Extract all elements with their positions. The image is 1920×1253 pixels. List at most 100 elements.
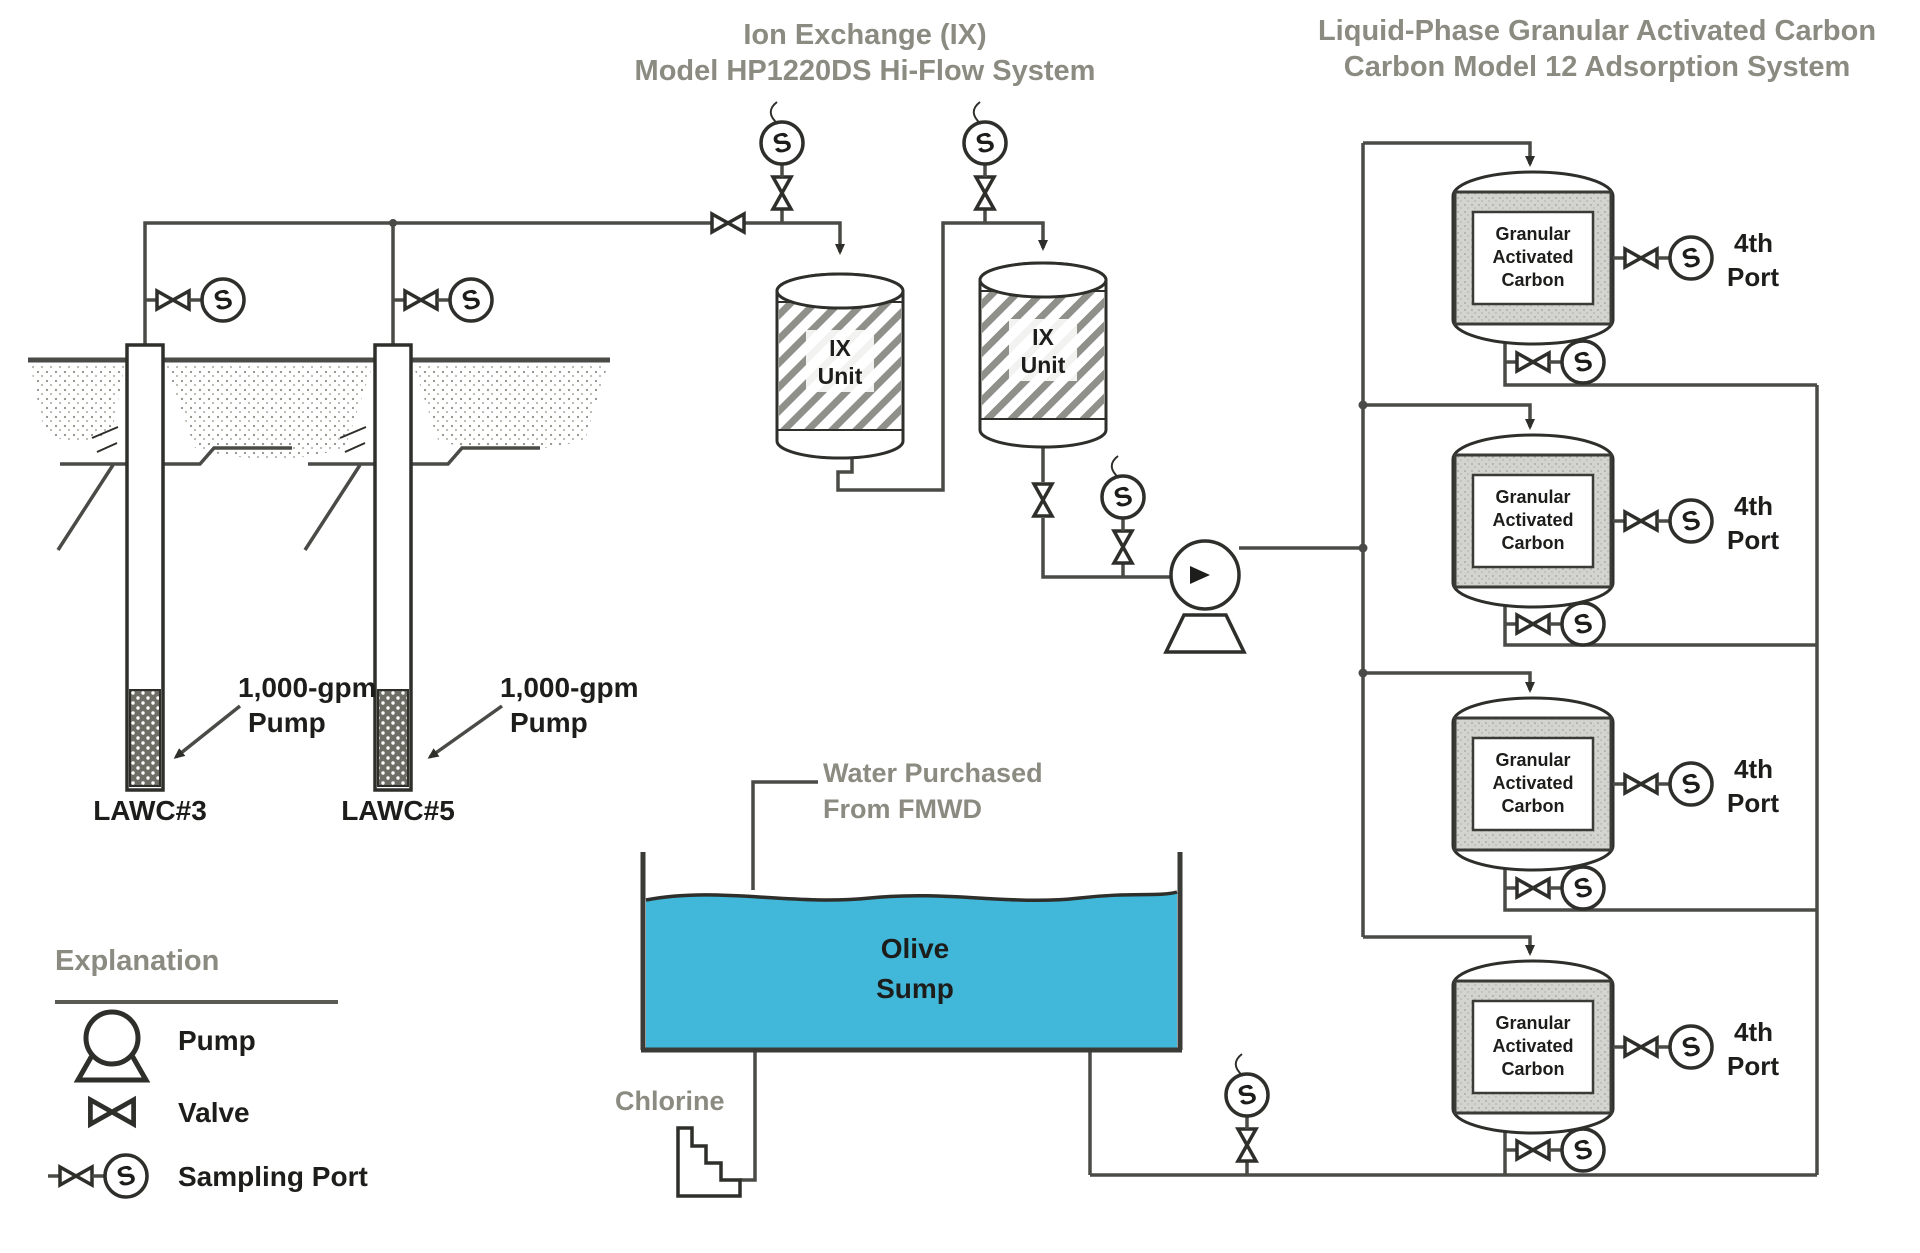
sump-label-line2: Sump [876, 973, 954, 1004]
gac-vessel-4: Granular Activated Carbon 4th Port [1451, 959, 1779, 1171]
well2-label: LAWC#5 [341, 795, 455, 826]
pipe-gac3-feed [1363, 671, 1535, 693]
well1-pump-label-line2: Pump [248, 707, 326, 738]
pipe-well-header [143, 221, 712, 350]
gac3-label-line2: Activated [1492, 773, 1573, 793]
gac4-label-line1: Granular [1495, 1013, 1570, 1033]
gac2-4th-port-label-line1: 4th [1734, 491, 1773, 521]
pipe-ix1-to-ix2 [836, 221, 1048, 492]
soil-texture [165, 364, 373, 459]
ix-unit-1: IX Unit [775, 272, 905, 460]
legend-item-valve: Valve [88, 1095, 250, 1129]
well1-pump-label-line1: 1,000-gpm [238, 672, 377, 703]
water-table-leader [303, 464, 362, 551]
ix2-label-line1: IX [1032, 324, 1054, 350]
legend-sampling-port-label: Sampling Port [178, 1161, 368, 1192]
well2-pump-label-line1: 1,000-gpm [500, 672, 639, 703]
sump-water-surface [645, 890, 1178, 903]
ix1-label-halo [806, 330, 874, 392]
gac4-label-line2: Activated [1492, 1036, 1573, 1056]
gac1-label-box [1471, 210, 1595, 306]
legend-valve-label: Valve [178, 1097, 250, 1128]
water-table-icon [91, 426, 119, 453]
pipe-gac3-outlet [1503, 868, 1817, 912]
chlorine-feed-icon [676, 1126, 742, 1198]
gac-system-title-line1: Liquid-Phase Granular Activated Carbon [1318, 15, 1876, 47]
gac2-label-line2: Activated [1492, 510, 1573, 530]
gac3-4th-port-label-line1: 4th [1734, 754, 1773, 784]
sump-water [646, 892, 1177, 1048]
gac4-4th-port-label-line1: 4th [1734, 1017, 1773, 1047]
pipe-gac2-outlet [1503, 605, 1817, 647]
gac4-label-line3: Carbon [1502, 1059, 1565, 1079]
sump-tank-walls [640, 852, 1183, 1053]
pipe-junction-dot [389, 219, 397, 227]
gac-system-title-line2: Carbon Model 12 Adsorption System [1344, 51, 1851, 83]
sump-section: Water Purchased From FMWD Olive Sump Chl… [615, 758, 1268, 1198]
well1-label: LAWC#3 [93, 795, 207, 826]
well2-pump-label-line2: Pump [510, 707, 588, 738]
chlorine-label: Chlorine [615, 1086, 725, 1116]
pipe-gac2-feed [1363, 403, 1535, 430]
ix-unit-2: IX Unit [978, 261, 1108, 449]
pipe-gac1-outlet [1503, 342, 1817, 387]
pump-icon [83, 1009, 141, 1067]
gac3-label-box [1471, 736, 1595, 832]
soil-texture [30, 364, 125, 442]
water-table-leader [56, 464, 115, 551]
gac4-label-box [1471, 999, 1595, 1095]
legend-pump-label: Pump [178, 1025, 256, 1056]
ix1-label-line2: Unit [818, 363, 863, 389]
valve-icon [88, 1095, 136, 1129]
fmwd-label-line1: Water Purchased [823, 758, 1043, 788]
well2-pump-arrow [427, 704, 504, 759]
gac2-4th-port-label-line2: Port [1727, 525, 1779, 555]
pipe-sump-chlorine-line [740, 1050, 757, 1182]
gac-vessel-2: Granular Activated Carbon 4th Port [1451, 433, 1779, 645]
gac2-label-box [1471, 473, 1595, 569]
pipe-gac1-feed [1363, 141, 1535, 167]
well1-pump-screen [129, 689, 161, 787]
ix2-label-halo [1009, 319, 1077, 381]
gac1-label-line3: Carbon [1502, 270, 1565, 290]
pipe-ix1-feed [744, 221, 845, 255]
piping [143, 141, 1819, 1182]
transfer-pump [1163, 539, 1247, 654]
legend-item-sampling-port: Sampling Port [48, 1155, 368, 1197]
legend-title: Explanation [55, 945, 219, 977]
gac3-label-line1: Granular [1495, 750, 1570, 770]
ix-system-title-line1: Ion Exchange (IX) [743, 19, 986, 51]
water-table-icon [339, 426, 367, 453]
pipe-junction-dot [1358, 543, 1368, 553]
ix-system-title-line2: Model HP1220DS Hi-Flow System [635, 55, 1096, 87]
gac4-4th-port-label-line2: Port [1727, 1051, 1779, 1081]
gac-vessel-1: Granular Activated Carbon 4th Port [1451, 170, 1779, 383]
pump-inlet-arrow [1190, 566, 1210, 584]
pump-base [1163, 613, 1247, 654]
gac3-label-line3: Carbon [1502, 796, 1565, 816]
gac1-label-line1: Granular [1495, 224, 1570, 244]
pipe-ix2-outlet-b [1041, 518, 1172, 579]
sump-label-line1: Olive [881, 933, 949, 964]
gac-vessel-3: Granular Activated Carbon 4th Port [1451, 696, 1779, 909]
wells-section: 1,000-gpm Pump 1,000-gpm Pump LAWC#3 LAW… [28, 279, 639, 826]
pipe-fmwd-inlet [751, 780, 818, 890]
legend-item-pump: Pump [73, 1009, 256, 1083]
gac2-label-line3: Carbon [1502, 533, 1565, 553]
gac3-4th-port-label-line2: Port [1727, 788, 1779, 818]
gac1-label-line2: Activated [1492, 247, 1573, 267]
gac2-label-line1: Granular [1495, 487, 1570, 507]
well1-pump-arrow [173, 704, 242, 759]
ix1-label-line1: IX [829, 335, 851, 361]
gac1-4th-port-label-line2: Port [1727, 262, 1779, 292]
pipe-gac4-feed [1363, 935, 1535, 956]
ix-section: IX Unit IX Unit [710, 102, 1247, 654]
gac-section: Granular Activated Carbon 4th Port Granu… [1451, 170, 1779, 1171]
fmwd-label-line2: From FMWD [823, 794, 982, 824]
legend: Explanation Pump Valve Sampling Port [48, 945, 368, 1197]
ix2-label-line2: Unit [1021, 352, 1066, 378]
well2-pump-screen [377, 689, 409, 787]
